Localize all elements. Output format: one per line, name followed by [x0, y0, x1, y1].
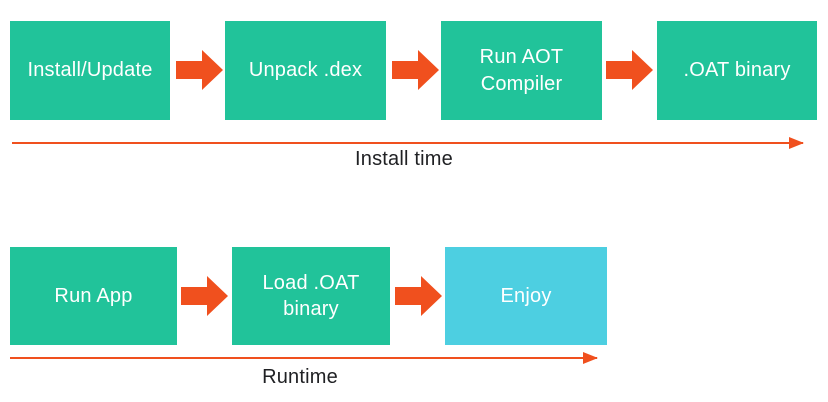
flow-box-run-aot-compiler: Run AOT Compiler [441, 21, 602, 120]
flow-box-label: Install/Update [27, 59, 153, 82]
flow-box-install-update: Install/Update [10, 21, 170, 120]
arrowhead-icon [789, 137, 804, 149]
flow-box-unpack-dex: Unpack .dex [225, 21, 386, 120]
arrow-right-icon [181, 276, 228, 316]
arrow-right-icon [176, 50, 223, 90]
arrow-right-icon [606, 50, 653, 90]
flow-box-run-app: Run App [10, 247, 177, 345]
install-time-axis-arrow [12, 137, 804, 149]
flow-box-label: Run App [54, 284, 133, 307]
install-time-label: Install time [355, 148, 453, 170]
flow-box-load-oat-binary: Load .OAT binary [232, 247, 390, 345]
flow-box-label: Unpack .dex [248, 59, 363, 82]
flow-box-label: Run AOT Compiler [479, 46, 564, 95]
flow-box-oat-binary: .OAT binary [657, 21, 817, 120]
arrow-right-icon [392, 50, 439, 90]
arrowhead-icon [583, 352, 598, 364]
arrow-right-icon [395, 276, 442, 316]
runtime-axis-arrow [10, 352, 598, 364]
flow-box-label: Enjoy [500, 284, 552, 307]
flow-box-label: .OAT binary [683, 59, 791, 82]
runtime-label: Runtime [262, 366, 338, 388]
flow-box-enjoy: Enjoy [445, 247, 607, 345]
flow-box-label: Load .OAT binary [262, 271, 360, 320]
